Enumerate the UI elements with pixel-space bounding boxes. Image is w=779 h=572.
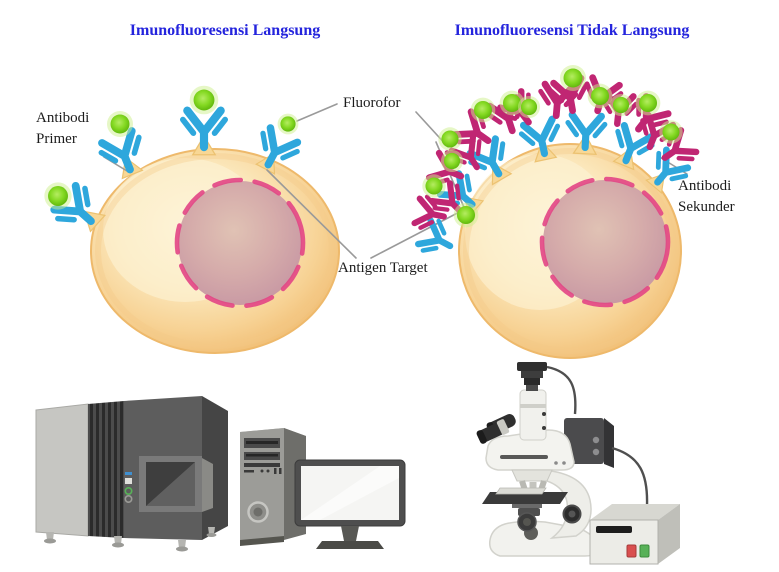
fluorophore-icon — [453, 202, 479, 228]
fluorophore-icon — [659, 120, 683, 144]
cell-nucleus — [178, 181, 302, 305]
phototube — [519, 389, 547, 441]
fluorophore-icon — [517, 95, 541, 119]
fluorophore-icon — [422, 174, 446, 198]
title-indirect-if: Imunofluoresensi Tidak Langsung — [454, 22, 690, 39]
analyzer-window — [146, 462, 195, 506]
nucleus-dashed-ring — [174, 177, 306, 309]
fluorophore-icon — [277, 113, 299, 135]
label-antibodi-primer: Antibodi Primer — [36, 110, 90, 148]
left-cell-illustration — [76, 135, 340, 354]
monitor-neck — [341, 526, 359, 541]
fluorophore-icon — [560, 65, 586, 91]
fluorophore-icon — [470, 97, 496, 123]
label-fluorofor: Fluorofor — [343, 95, 401, 111]
microscope-illustration — [476, 362, 649, 557]
fluorophore-icon — [609, 93, 633, 117]
fluorophore-icon — [44, 182, 72, 210]
fluorophore-icon — [587, 83, 613, 109]
nosepiece — [511, 469, 553, 482]
camera — [517, 362, 547, 371]
label-antigen-target: Antigen Target — [338, 260, 428, 276]
power-cable — [611, 446, 649, 507]
nucleus-dashed-ring — [539, 176, 671, 308]
cell-nucleus — [543, 180, 667, 304]
camera-cable — [546, 365, 577, 415]
pointer-line-antigen-right — [370, 206, 470, 259]
fluorophore-icon — [635, 90, 661, 116]
analyzer-status-light-green — [124, 486, 133, 495]
green-button — [639, 544, 650, 558]
analyzer-feet — [44, 527, 217, 552]
pointer-line-antigen-left — [266, 169, 357, 259]
monitor-illustration — [294, 459, 406, 549]
analyzer-vent-stripes — [88, 401, 124, 538]
fluorophore-icon — [189, 85, 219, 115]
power-supply-slot — [596, 526, 632, 533]
analyzer-status-light-gray — [124, 494, 133, 503]
monitor-base — [316, 541, 384, 549]
tower-vents — [244, 468, 282, 474]
power-supply-illustration — [589, 504, 680, 565]
eyepieces — [476, 414, 516, 444]
slide — [495, 487, 547, 495]
label-antibodi-sekunder: Antibodi Sekunder — [678, 178, 735, 216]
pointer-line-fluorofor-left — [296, 103, 338, 122]
right-cell-illustration — [457, 133, 682, 359]
analyzer-status-light-blue — [125, 472, 132, 475]
analyzer-side-panel — [35, 403, 89, 537]
fluorophore-icon — [438, 127, 462, 151]
title-direct-if: Imunofluoresensi Langsung — [129, 22, 321, 39]
red-button — [626, 544, 637, 558]
fluorophore-icon — [440, 149, 464, 173]
analyzer-illustration — [35, 396, 228, 552]
stage — [482, 492, 568, 504]
microscope-head — [485, 429, 575, 471]
analyzer-status-light-white — [125, 478, 132, 484]
